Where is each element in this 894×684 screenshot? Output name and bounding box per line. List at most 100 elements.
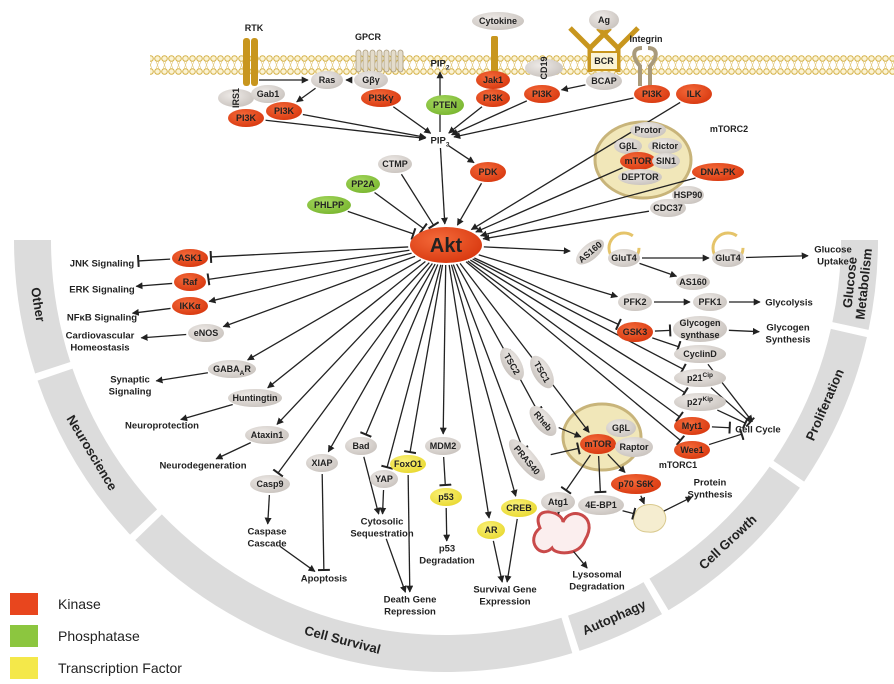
node-glut4b[interactable]: GluT4 bbox=[712, 249, 744, 267]
node-protor[interactable]: Protor bbox=[630, 122, 666, 138]
node-pten[interactable]: PTEN bbox=[426, 95, 464, 115]
sector-autophagy: Autophagy bbox=[568, 582, 662, 651]
node-label-line: Neurodegeneration bbox=[159, 460, 246, 471]
node-label-line: XIAP bbox=[311, 458, 332, 468]
edge-wee1-inhibit-cellcycle bbox=[709, 434, 742, 444]
node-label-line: HSP90 bbox=[674, 190, 703, 200]
node-cdc37[interactable]: CDC37 bbox=[650, 199, 686, 217]
node-pi3kg[interactable]: PI3Kγ bbox=[361, 89, 401, 107]
node-pfk1[interactable]: PFK1 bbox=[693, 293, 727, 311]
node-yap[interactable]: YAP bbox=[370, 470, 398, 488]
node-pdk[interactable]: PDK bbox=[470, 162, 506, 182]
node-label-line: DEPTOR bbox=[621, 172, 659, 182]
node-ar[interactable]: AR bbox=[477, 521, 505, 539]
node-pfk2[interactable]: PFK2 bbox=[618, 293, 652, 311]
node-ikka[interactable]: IKKα bbox=[172, 297, 208, 315]
edge-huntingtin-activate-neuroprotection bbox=[181, 404, 233, 419]
node-bad[interactable]: Bad bbox=[345, 437, 377, 455]
node-gsk3[interactable]: GSK3 bbox=[617, 322, 653, 342]
node-pp2a[interactable]: PP2A bbox=[346, 175, 380, 193]
node-as160a[interactable]: AS160 bbox=[572, 235, 608, 269]
node-ras[interactable]: Ras bbox=[311, 71, 343, 89]
node-sin1[interactable]: SIN1 bbox=[652, 153, 680, 169]
node-atg1[interactable]: Atg1 bbox=[541, 492, 575, 512]
node-creb[interactable]: CREB bbox=[501, 499, 537, 517]
node-xiap[interactable]: XIAP bbox=[306, 454, 338, 472]
node-raf[interactable]: Raf bbox=[174, 273, 206, 291]
edge-creb-activate-survival bbox=[507, 519, 517, 582]
node-ebp1[interactable]: 4E-BP1 bbox=[578, 495, 624, 515]
node-pi3k_e[interactable]: PI3K bbox=[634, 85, 670, 103]
node-pi3k_b[interactable]: PI3K bbox=[266, 102, 302, 120]
node-label: IKKα bbox=[179, 301, 200, 311]
edge-akt-inhibit-gsk3 bbox=[474, 258, 618, 324]
node-raptor[interactable]: Raptor bbox=[615, 437, 653, 457]
node-label-line: GβL bbox=[619, 141, 637, 151]
legend-swatch bbox=[10, 657, 38, 679]
node-deptor[interactable]: DEPTOR bbox=[618, 169, 662, 185]
node-label-line: CDC37 bbox=[653, 203, 683, 213]
node-p53[interactable]: p53 bbox=[430, 488, 462, 506]
edge-bcap-activate-pi3k_d bbox=[562, 85, 586, 90]
node-casp9[interactable]: Casp9 bbox=[250, 475, 290, 493]
node-ag[interactable]: Ag bbox=[589, 10, 619, 30]
node-label: ASK1 bbox=[178, 253, 202, 263]
node-pi3k_a[interactable]: PI3K bbox=[228, 109, 264, 127]
node-bcap[interactable]: BCAP bbox=[586, 72, 622, 90]
node-tsc2[interactable]: TSC2 bbox=[495, 344, 529, 384]
node-ask1[interactable]: ASK1 bbox=[172, 249, 208, 267]
node-ilk[interactable]: ILK bbox=[676, 84, 712, 104]
node-label-line: Gab1 bbox=[257, 89, 280, 99]
node-mdm2[interactable]: MDM2 bbox=[425, 437, 461, 455]
node-p27[interactable]: p27Kip bbox=[674, 393, 726, 411]
node-huntingtin[interactable]: Huntingtin bbox=[228, 389, 282, 407]
node-cytokine[interactable]: Cytokine bbox=[472, 12, 524, 30]
node-glut4a[interactable]: GluT4 bbox=[608, 249, 640, 267]
node-label-line: Raf bbox=[183, 277, 199, 287]
node-rictor[interactable]: Rictor bbox=[648, 138, 682, 154]
legend-swatch bbox=[10, 593, 38, 615]
node-akt[interactable]: Akt bbox=[410, 227, 482, 263]
node-irs1[interactable]: IRS1 bbox=[218, 88, 254, 108]
node-as160b[interactable]: AS160 bbox=[676, 274, 710, 290]
edge-akt-activate-mdm2 bbox=[443, 265, 446, 434]
node-pi3k_c[interactable]: PI3K bbox=[476, 89, 510, 107]
node-mtor1[interactable]: mTOR bbox=[580, 434, 616, 454]
node-p70[interactable]: p70 S6K bbox=[611, 474, 661, 494]
node-gabaar[interactable]: GABAAR bbox=[208, 360, 256, 378]
mtorc2-label: mTORC2 bbox=[710, 124, 748, 134]
node-gby[interactable]: Gβγ bbox=[354, 71, 388, 89]
node-ctmp[interactable]: CTMP bbox=[378, 155, 412, 173]
node-label: Casp9 bbox=[256, 479, 283, 489]
node-enos[interactable]: eNOS bbox=[188, 324, 224, 342]
node-foxo1[interactable]: FoxO1 bbox=[390, 455, 426, 473]
node-rheb[interactable]: Rheb bbox=[525, 401, 562, 440]
node-phlpp[interactable]: PHLPP bbox=[307, 196, 351, 214]
node-mtor2[interactable]: mTOR bbox=[620, 152, 656, 170]
node-label-line: PI3Kγ bbox=[368, 93, 393, 103]
node-wee1[interactable]: Wee1 bbox=[674, 441, 710, 459]
ribosome-icon bbox=[634, 505, 666, 533]
node-dnapk[interactable]: DNA-PK bbox=[692, 163, 744, 181]
node-jak1[interactable]: Jak1 bbox=[476, 71, 510, 89]
node-gbl1[interactable]: GβL bbox=[606, 419, 636, 437]
node-pi3k_d[interactable]: PI3K bbox=[524, 85, 560, 103]
node-gab1[interactable]: Gab1 bbox=[251, 85, 285, 103]
node-cyclind[interactable]: CyclinD bbox=[674, 345, 726, 363]
node-p21[interactable]: p21Cip bbox=[674, 369, 726, 387]
edge-pip3-activate-pdk bbox=[449, 146, 474, 163]
node-myt1[interactable]: Myt1 bbox=[674, 417, 710, 435]
node-apoptosis: Apoptosis bbox=[301, 573, 347, 584]
node-gbl2[interactable]: GβL bbox=[614, 138, 642, 154]
node-ataxin1[interactable]: Ataxin1 bbox=[245, 426, 289, 444]
node-label-line: PI3K bbox=[236, 113, 257, 123]
